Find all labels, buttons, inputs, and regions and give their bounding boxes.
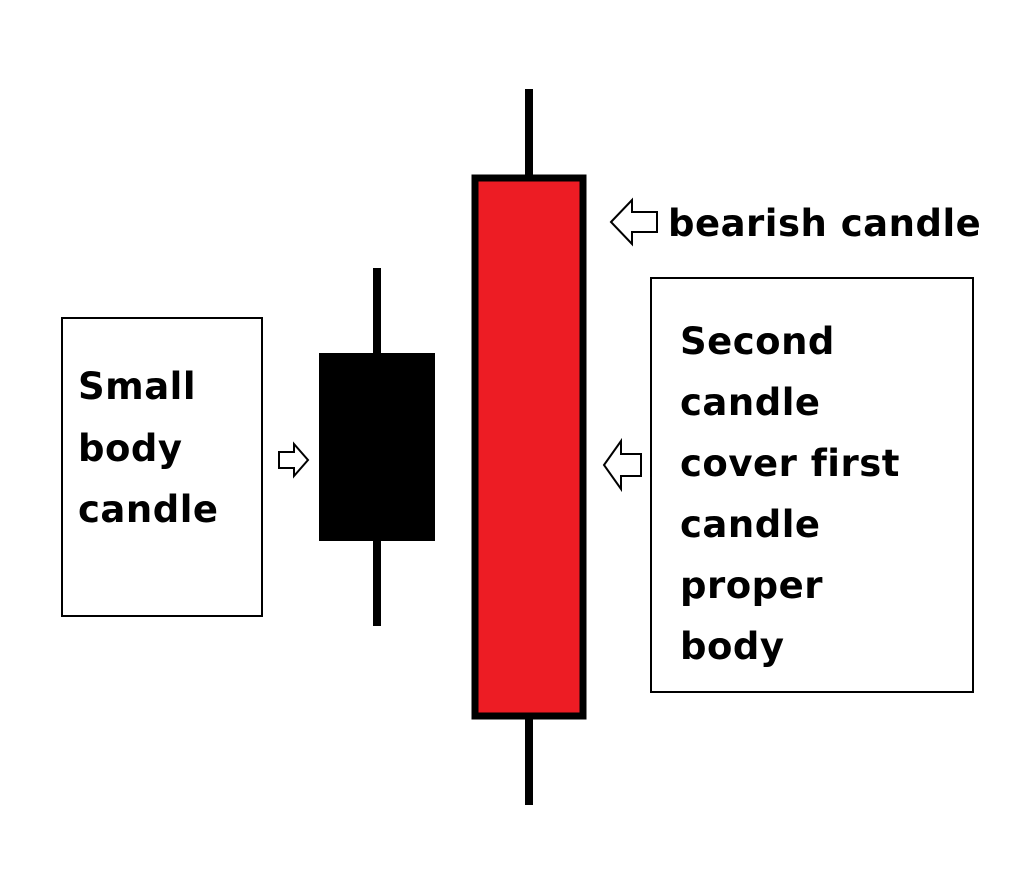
box-text-line: candle: [680, 381, 821, 424]
box-text-line: candle: [680, 503, 821, 546]
arrow-left-icon: [602, 437, 642, 493]
box-text-line: body: [78, 427, 183, 470]
arrow-left-icon: [609, 197, 658, 247]
box-text-line: candle: [78, 488, 219, 531]
arrow-right-icon: [278, 441, 310, 479]
box-text-line: proper: [680, 564, 823, 607]
small-candle-body: [319, 353, 435, 541]
small-body-candle-box: Small body candle: [61, 317, 263, 617]
box-text-line: body: [680, 625, 785, 668]
bearish-candle-body: [471, 174, 587, 720]
bearish-candle-label: bearish candle: [668, 202, 982, 245]
box-text-line: cover first: [680, 442, 900, 485]
second-candle-box: Second candle cover first candle proper …: [650, 277, 974, 693]
box-text-line: Small: [78, 365, 197, 408]
box-text-line: Second: [680, 320, 835, 363]
bearish-candle: [471, 89, 587, 805]
small-body-candle: [319, 268, 435, 626]
